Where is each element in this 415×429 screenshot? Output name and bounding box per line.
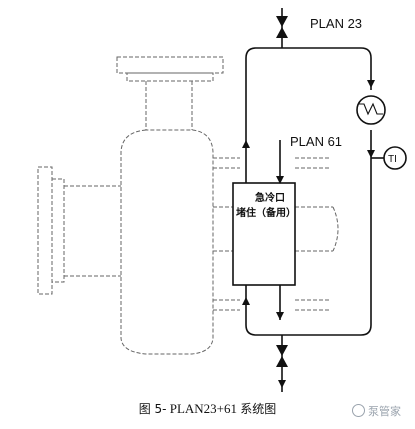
plan61-quench-line bbox=[276, 140, 284, 320]
plan23-label: PLAN 23 bbox=[310, 16, 362, 31]
figure-caption: 图 5- PLAN23+61 系统图 bbox=[0, 400, 415, 417]
vent-valve-icon bbox=[276, 16, 288, 38]
pump-outline bbox=[37, 56, 339, 355]
temperature-indicator bbox=[371, 146, 407, 170]
caption-system: 系统图 bbox=[240, 402, 277, 416]
watermark: 泵管家 bbox=[352, 403, 410, 419]
plan61-label: PLAN 61 bbox=[290, 134, 342, 149]
seal-gland-box bbox=[232, 182, 296, 286]
caption-figure-no: 图 5- bbox=[138, 402, 167, 416]
ti-label: TI bbox=[388, 154, 397, 165]
caption-plan: PLAN23+61 bbox=[169, 401, 238, 416]
wechat-icon bbox=[352, 404, 365, 417]
drain-valve-icon bbox=[276, 345, 288, 388]
loop-flow-arrows bbox=[242, 80, 375, 305]
plug-spare-label: 堵住（备用） bbox=[236, 206, 296, 219]
heat-exchanger-icon bbox=[356, 95, 386, 125]
quench-port-label: 急冷口 bbox=[255, 191, 285, 204]
watermark-text: 泵管家 bbox=[368, 405, 401, 418]
